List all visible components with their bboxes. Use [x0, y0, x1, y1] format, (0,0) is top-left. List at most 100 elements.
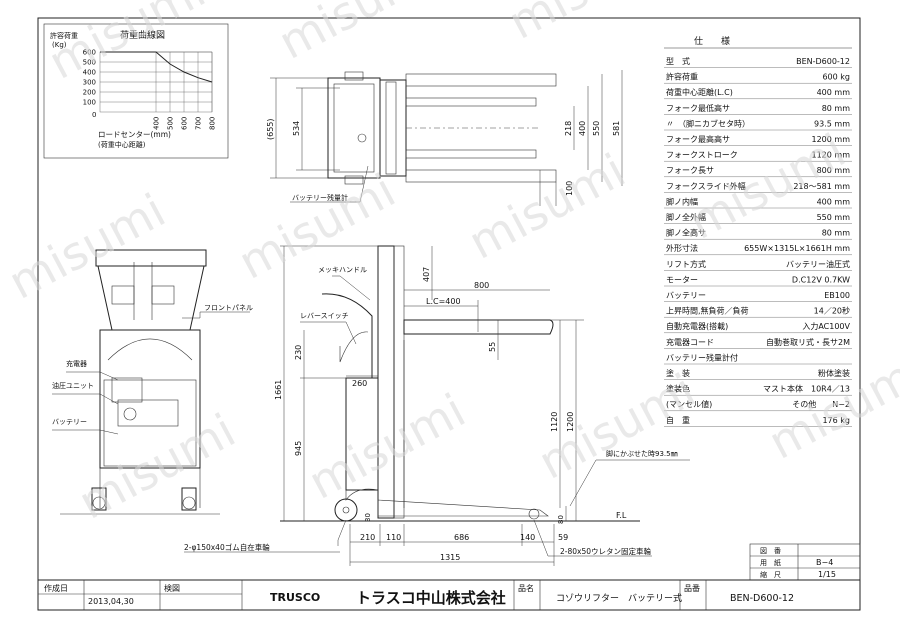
chart-zero: 0	[92, 111, 96, 119]
spec-value: EB100	[824, 291, 850, 300]
created-date: 2013,04,30	[88, 597, 134, 606]
spec-value: 655W×1315L×1661H mm	[744, 244, 850, 253]
spec-value: 176 kg	[822, 416, 850, 425]
label-charger: 充電器	[66, 359, 87, 368]
chart-x-tick: 800	[209, 117, 217, 130]
scale-value: 1/15	[818, 570, 836, 579]
watermark-text: misumi	[70, 403, 244, 530]
spec-row: バッテリー EB100	[664, 291, 852, 302]
top-view: (655) 534 218 400 550 581 100 バッテリー残量	[266, 70, 623, 206]
dim-110: 110	[386, 533, 401, 542]
spec-row: 脚ノ全外幅 550 mm	[664, 212, 852, 224]
spec-label: フォーク長サ	[666, 166, 714, 175]
chart-y-tick: 400	[83, 69, 96, 77]
spec-value: 14／20秒	[814, 306, 850, 316]
spec-value: バッテリー油圧式	[786, 259, 850, 269]
spec-value: 入力AC100V	[802, 321, 850, 331]
dim-30: 30	[364, 513, 372, 522]
spec-value: 1200 mm	[812, 135, 851, 144]
spec-label: 荷重中心距離(L.C)	[666, 87, 733, 97]
spec-label: 〃 （脚ニカブセタ時）	[666, 118, 750, 128]
label-front-panel: フロントパネル	[204, 304, 253, 312]
label-lever-switch: レバースイッチ	[300, 312, 349, 320]
label-wheel-rear: 2-80x50ウレタン固定車輪	[560, 546, 652, 556]
sheet-info: 図 番 用 紙 B−4 縮 尺 1/15	[749, 543, 861, 581]
spec-label: 型 式	[666, 56, 690, 66]
name-label: 品名	[518, 583, 534, 593]
dim-80: 80	[557, 515, 565, 524]
watermark-text: misumi	[0, 183, 174, 310]
spec-value: 550 mm	[817, 213, 851, 222]
dim-400: 400	[578, 121, 587, 136]
spec-row: 自動充電器(搭載)入力AC100V	[664, 321, 852, 333]
dim-686: 686	[454, 533, 469, 542]
spec-row: 自 重 176 kg	[664, 415, 852, 427]
spec-row: 塗 装粉体塗装	[664, 368, 852, 380]
dim-1200: 1200	[566, 412, 575, 432]
spec-row: モーター D.C12V 0.7KW	[664, 275, 852, 287]
spec-title: 仕 様	[694, 35, 730, 47]
chart-y-tick: 600	[83, 49, 96, 57]
spec-label: 外形寸法	[666, 243, 698, 253]
spec-label: 脚ノ全外幅	[666, 212, 706, 222]
spec-value: その他 N−2	[792, 399, 850, 409]
chart-x-tick: 600	[181, 117, 189, 130]
front-view: フロントパネル 充電器 油圧ユニット バッテリー	[52, 249, 253, 515]
watermark-text: misumi	[270, 0, 444, 70]
spec-value: 80 mm	[822, 104, 851, 113]
spec-label: (マンセル値)	[666, 399, 712, 409]
spec-value: D.C12V 0.7KW	[792, 275, 850, 284]
scale-label: 縮 尺	[760, 570, 781, 579]
chart-title: 荷重曲線図	[120, 29, 165, 41]
spec-row: (マンセル値) その他 N−2	[664, 399, 852, 411]
approval-label: 検図	[164, 583, 180, 593]
spec-label: 充電器コード	[666, 337, 714, 347]
watermark-text: misumi	[500, 0, 674, 50]
chart-frame	[43, 23, 229, 159]
label-leg-cover: 脚にかぶせた時93.5㎜	[606, 449, 678, 458]
watermark-text: misumi	[300, 383, 474, 510]
dim-218: 218	[564, 121, 573, 136]
paper-label: 用 紙	[760, 558, 781, 567]
dim-581: 581	[612, 121, 621, 136]
chart-x-label-2: (荷重中心距離)	[98, 140, 146, 149]
load-curve-line	[100, 51, 213, 83]
label-hydraulic-unit: 油圧ユニット	[52, 381, 94, 390]
spec-value: 93.5 mm	[814, 119, 850, 128]
spec-label: モーター	[666, 275, 698, 284]
chart-x-tick: 700	[195, 117, 203, 130]
spec-value: 自動巻取リ式・長サ2M	[766, 337, 850, 347]
spec-label: フォーク最高高サ	[666, 134, 730, 144]
spec-label: バッテリー	[666, 291, 706, 300]
label-battery: バッテリー	[52, 418, 87, 426]
company-name: トラスコ中山株式会社	[356, 589, 506, 607]
spec-row: 外形寸法 655W×1315L×1661H mm	[664, 243, 852, 256]
dim-1315: 1315	[440, 553, 460, 562]
spec-row: 塗装色マスト本体 10R4／13	[664, 384, 852, 396]
spec-label: 自 重	[666, 415, 690, 425]
dim-655: (655)	[266, 118, 275, 140]
dim-945: 945	[294, 441, 303, 456]
spec-row: フォーク最高高サ 1200 mm	[664, 134, 852, 146]
spec-label: 脚ノ全高サ	[666, 228, 706, 238]
dim-1661: 1661	[274, 380, 283, 400]
dim-407: 407	[422, 267, 431, 282]
spec-row: 充電器コード 自動巻取リ式・長サ2M	[664, 337, 852, 349]
chart-y-tick: 300	[83, 79, 96, 87]
spec-label: フォークスライド外幅	[666, 181, 746, 191]
dim-550: 550	[592, 121, 601, 136]
spec-label: フォークストローク	[666, 151, 738, 160]
spec-row: 荷重中心距離(L.C) 400 mm	[664, 87, 852, 100]
spec-value: 400 mm	[817, 88, 851, 97]
